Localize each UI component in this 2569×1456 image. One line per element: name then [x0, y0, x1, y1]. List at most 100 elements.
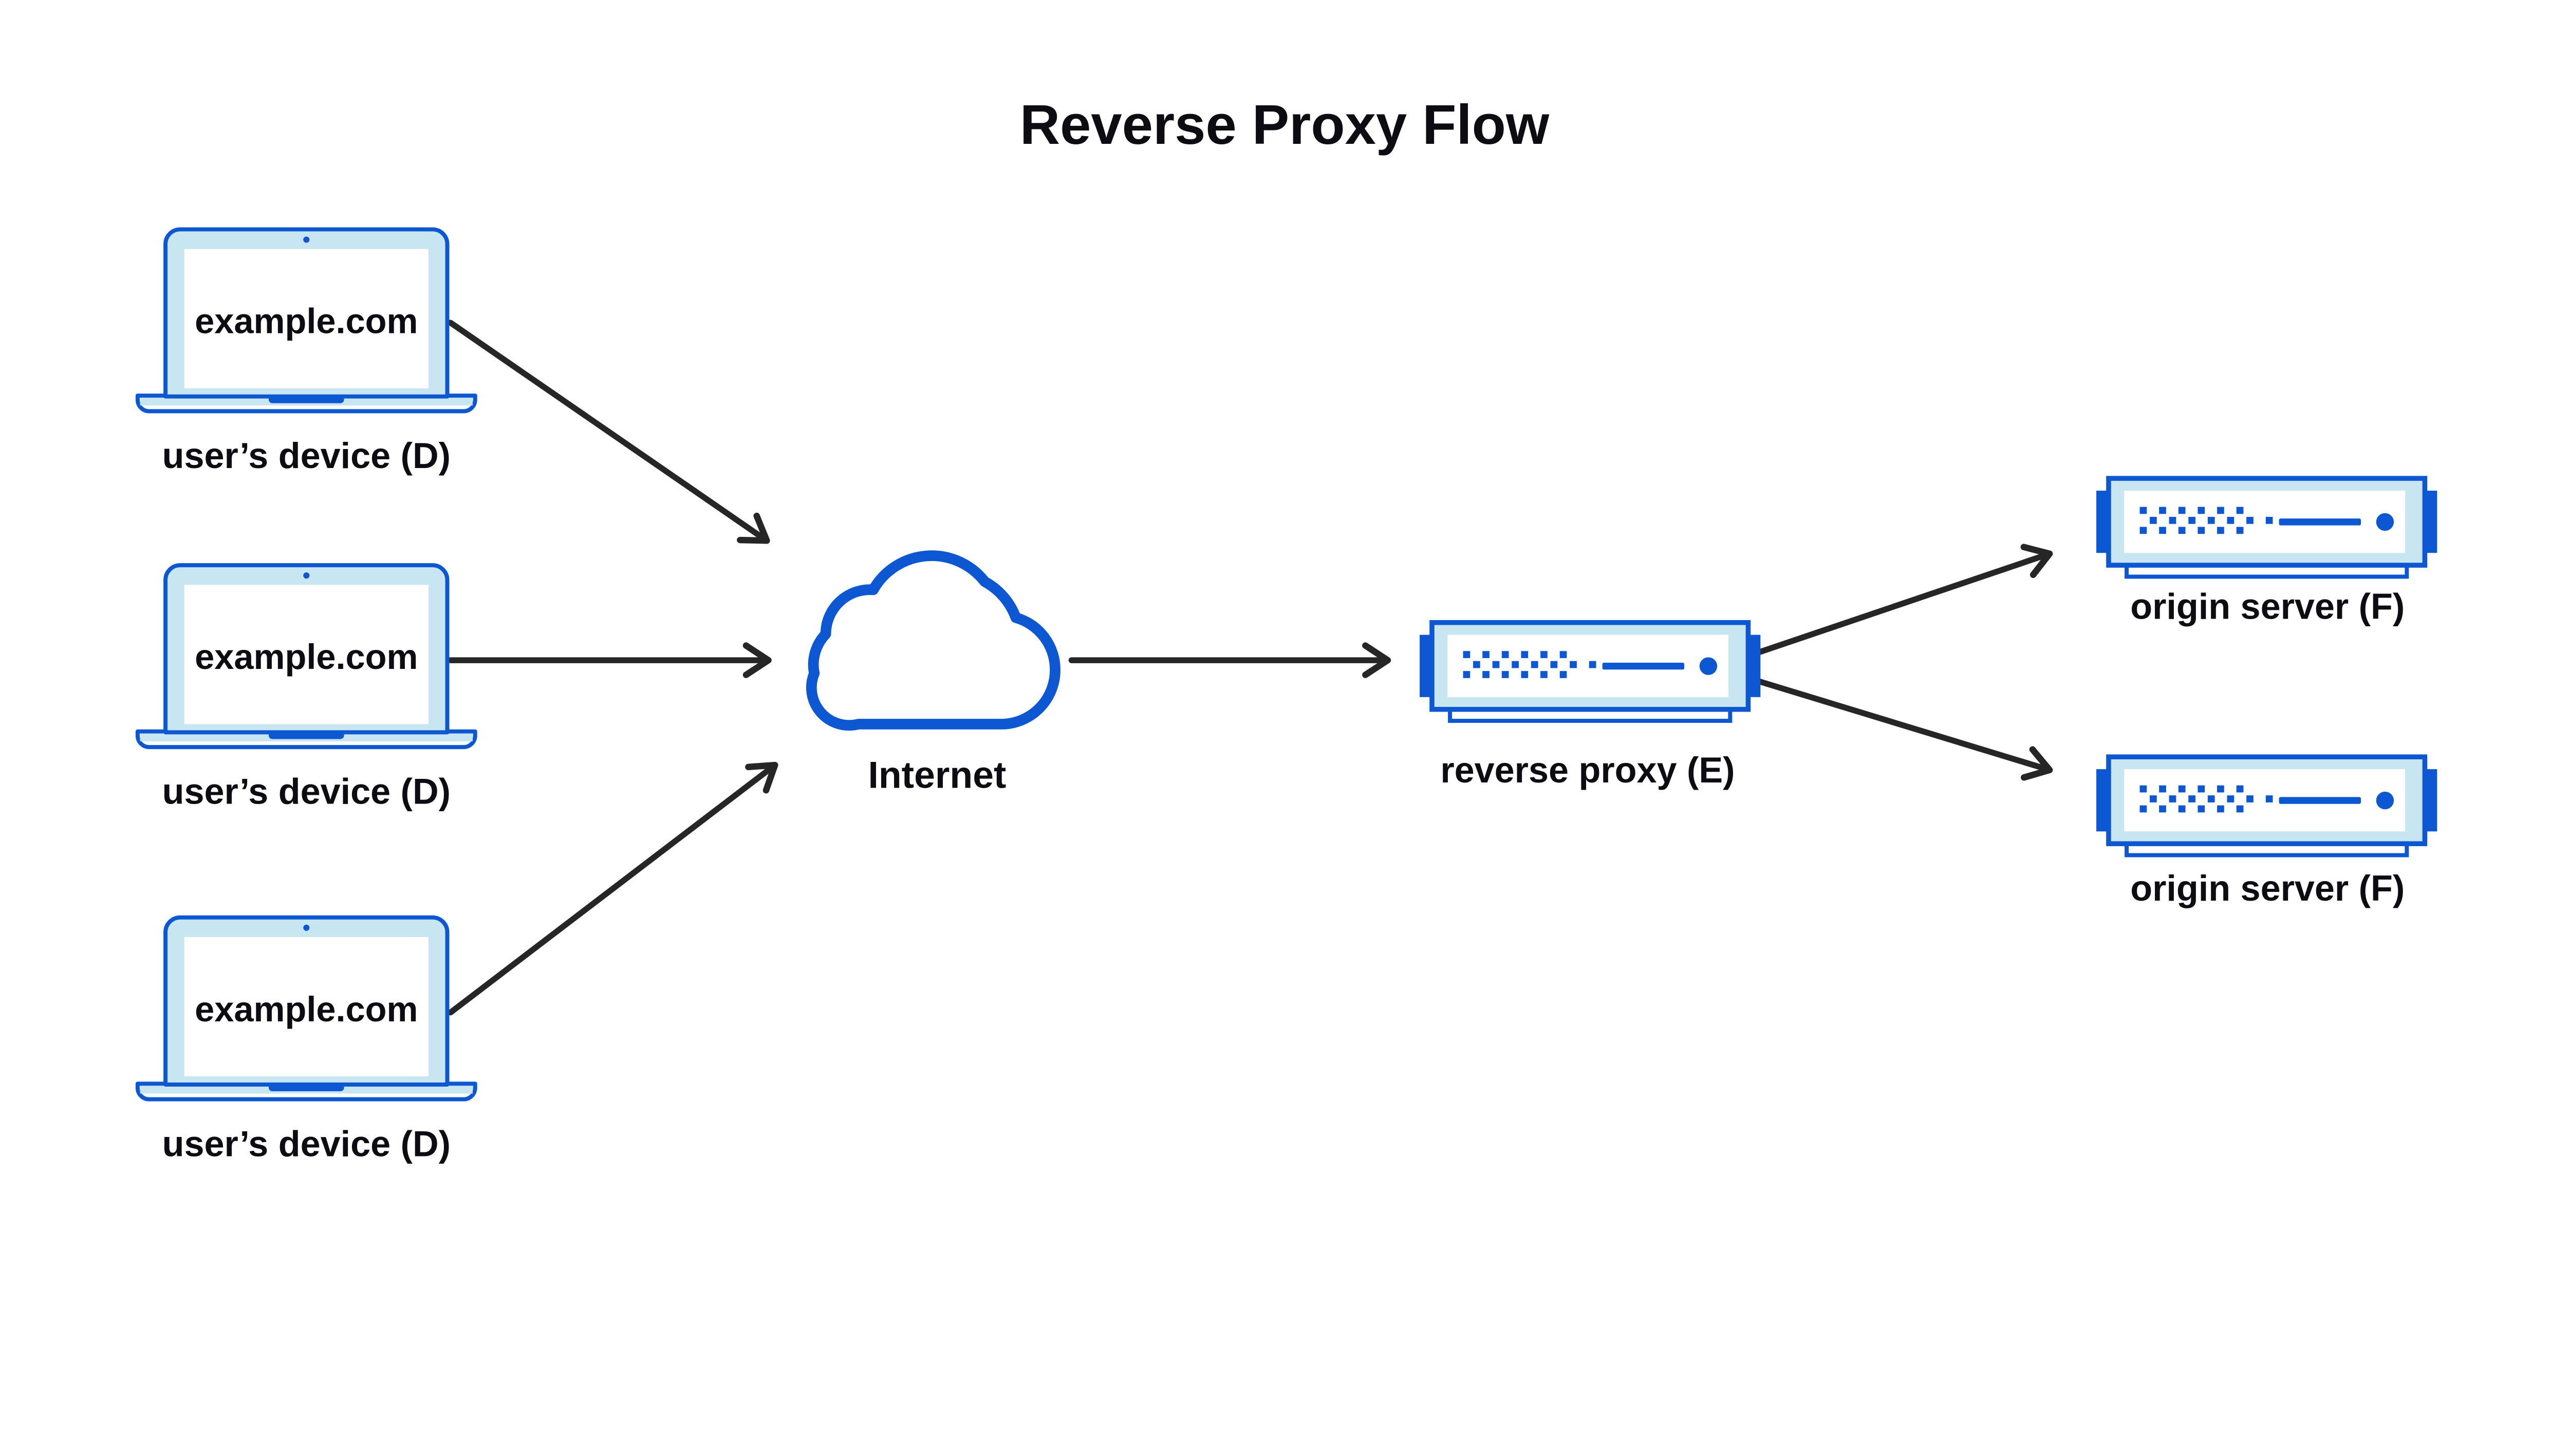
- arrow-device3-to-internet: [448, 761, 778, 1016]
- vent-dot: [1482, 671, 1490, 678]
- vent-dot: [1501, 651, 1509, 658]
- vent-dot: [2217, 507, 2224, 514]
- laptop-hinge-notch: [268, 396, 344, 403]
- vent-dot: [1559, 671, 1567, 678]
- cloud-label: Internet: [868, 754, 1007, 796]
- vent-dot: [2227, 795, 2235, 802]
- server-panel: [2124, 769, 2406, 832]
- laptop-screen: [184, 937, 429, 1077]
- vent-dot: [2139, 507, 2147, 514]
- device-screen-text: example.com: [195, 990, 418, 1029]
- vent-dot: [1521, 671, 1529, 678]
- vent-dot: [1492, 661, 1500, 668]
- vent-dot: [2198, 785, 2205, 793]
- nodes-layer: example.com user’s device (D) example.com u…: [135, 227, 2437, 1164]
- user-device-2: example.com user’s device (D): [135, 563, 477, 812]
- vent-dot: [2178, 785, 2186, 793]
- server-slot-line: [2279, 797, 2361, 804]
- vent-dot: [2207, 795, 2215, 802]
- device-label: user’s device (D): [162, 771, 451, 812]
- vent-dot: [2178, 527, 2186, 534]
- server-panel: [1447, 634, 1729, 697]
- vent-dot: [2207, 517, 2215, 524]
- vent-dot: [2149, 517, 2157, 524]
- server-label: reverse proxy (E): [1440, 750, 1735, 790]
- server-vent-dots: [1463, 651, 1596, 678]
- vent-dot: [2265, 795, 2273, 802]
- diagram-canvas: example.com user’s device (D) example.com u…: [135, 93, 2437, 1164]
- vent-dot: [1512, 661, 1519, 668]
- vent-dot: [2139, 527, 2147, 534]
- laptop-camera-icon: [303, 924, 310, 931]
- vent-dot: [1570, 661, 1577, 668]
- vent-dot: [1473, 661, 1480, 668]
- vent-dot: [1589, 661, 1596, 668]
- vent-dot: [2217, 527, 2224, 534]
- vent-dot: [2246, 517, 2254, 524]
- vent-dot: [1482, 651, 1490, 658]
- vent-dot: [2198, 507, 2205, 514]
- server-vent-dots: [2139, 507, 2273, 534]
- arrows-layer: [448, 320, 2053, 1016]
- vent-dot: [2217, 805, 2224, 813]
- laptop-hinge-notch: [268, 731, 344, 739]
- vent-dot: [2159, 805, 2166, 813]
- server-power-led-icon: [2376, 791, 2394, 810]
- laptop-screen: [184, 249, 429, 388]
- vent-dot: [2159, 527, 2166, 534]
- vent-dot: [2198, 527, 2205, 534]
- vent-dot: [1463, 671, 1470, 678]
- vent-dot: [2236, 527, 2244, 534]
- server-panel: [2124, 491, 2406, 553]
- vent-dot: [1550, 661, 1558, 668]
- vent-dot: [1531, 661, 1538, 668]
- vent-dot: [2198, 805, 2205, 813]
- laptop-camera-icon: [303, 572, 310, 579]
- vent-dot: [1501, 671, 1509, 678]
- vent-dot: [1521, 651, 1529, 658]
- server-vent-dots: [2139, 785, 2273, 813]
- user-device-1: example.com user’s device (D): [135, 227, 477, 476]
- server-label: origin server (F): [2130, 868, 2405, 908]
- server-slot-line: [1602, 662, 1685, 670]
- user-device-3: example.com user’s device (D): [135, 915, 477, 1164]
- vent-dot: [1540, 651, 1548, 658]
- vent-dot: [2178, 805, 2186, 813]
- vent-dot: [2139, 785, 2147, 793]
- vent-dot: [2217, 785, 2224, 793]
- vent-dot: [1463, 651, 1470, 658]
- server-label: origin server (F): [2130, 586, 2405, 626]
- device-label: user’s device (D): [162, 435, 451, 476]
- device-label: user’s device (D): [162, 1123, 451, 1164]
- vent-dot: [2139, 805, 2147, 813]
- arrow-reverseproxy-to-origin1: [1757, 544, 2053, 655]
- vent-dot: [2169, 517, 2176, 524]
- vent-dot: [2159, 507, 2166, 514]
- device-screen-text: example.com: [195, 302, 418, 341]
- vent-dot: [1540, 671, 1548, 678]
- device-screen-text: example.com: [195, 637, 418, 677]
- vent-dot: [2188, 517, 2195, 524]
- arrow-device1-to-internet: [448, 320, 770, 544]
- server-power-led-icon: [1699, 657, 1718, 675]
- reverse-proxy-flow-diagram: example.com user’s device (D) example.com u…: [135, 93, 2437, 1164]
- vent-dot: [2236, 507, 2244, 514]
- arrow-reverseproxy-to-origin2: [1757, 678, 2053, 781]
- vent-dot: [2149, 795, 2157, 802]
- vent-dot: [2265, 517, 2273, 524]
- vent-dot: [2178, 507, 2186, 514]
- vent-dot: [2246, 795, 2254, 802]
- vent-dot: [2236, 805, 2244, 813]
- vent-dot: [2227, 517, 2235, 524]
- laptop-camera-icon: [303, 236, 310, 243]
- internet-cloud: Internet: [806, 550, 1060, 796]
- origin-server-1: origin server (F): [2096, 476, 2437, 626]
- origin-server-2: origin server (F): [2096, 754, 2437, 908]
- reverse-proxy: reverse proxy (E): [1420, 620, 1761, 790]
- laptop-hinge-notch: [268, 1084, 344, 1092]
- vent-dot: [2169, 795, 2176, 802]
- vent-dot: [2188, 795, 2195, 802]
- vent-dot: [1559, 651, 1567, 658]
- server-power-led-icon: [2376, 513, 2394, 531]
- laptop-screen: [184, 585, 429, 724]
